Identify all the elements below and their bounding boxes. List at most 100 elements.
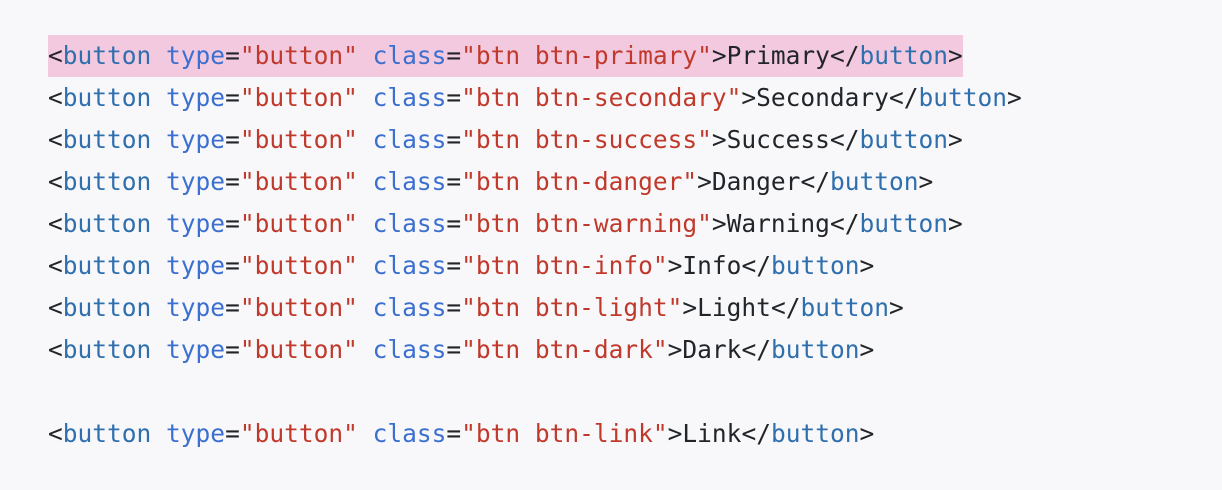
close-bracket: > — [859, 251, 875, 280]
equals-sign: = — [446, 251, 462, 280]
code-block: <button type="button" class="btn btn-pri… — [48, 35, 1022, 455]
equals-sign: = — [446, 83, 462, 112]
tag-name: button — [62, 167, 152, 196]
equals-sign: = — [225, 209, 240, 238]
space — [358, 83, 373, 112]
space — [358, 41, 373, 70]
attr-name: class — [372, 293, 447, 322]
space — [358, 167, 373, 196]
button-text: Link — [682, 419, 742, 448]
end-open-bracket: </ — [888, 83, 919, 112]
close-bracket: > — [711, 209, 727, 238]
end-open-bracket: </ — [829, 41, 860, 70]
attr-value: "button" — [239, 83, 358, 112]
code-line: <button type="button" class="btn btn-suc… — [48, 119, 1022, 161]
attr-name: class — [372, 167, 447, 196]
end-open-bracket: </ — [741, 251, 771, 280]
attr-name: type — [166, 293, 226, 322]
tag-name: button — [62, 209, 152, 238]
equals-sign: = — [225, 125, 240, 154]
button-text: Danger — [711, 167, 801, 196]
space — [358, 293, 373, 322]
code-line-content: <button type="button" class="btn btn-lin… — [48, 413, 874, 455]
close-bracket: > — [1006, 83, 1022, 112]
space — [358, 251, 373, 280]
attr-value: "btn btn-link" — [461, 419, 668, 448]
code-line: <button type="button" class="btn btn-dar… — [48, 329, 1022, 371]
attr-value: "button" — [239, 125, 358, 154]
equals-sign: = — [446, 125, 462, 154]
attr-name: class — [372, 335, 447, 364]
space — [151, 335, 166, 364]
close-bracket: > — [667, 419, 683, 448]
attr-name: type — [166, 251, 226, 280]
close-bracket: > — [918, 167, 934, 196]
end-open-bracket: </ — [770, 293, 801, 322]
code-line-content: <button type="button" class="btn btn-lig… — [48, 287, 904, 329]
button-text: Info — [682, 251, 742, 280]
code-line: <button type="button" class="btn btn-lin… — [48, 413, 1022, 455]
space — [151, 293, 166, 322]
space — [151, 251, 166, 280]
code-line-content: <button type="button" class="btn btn-pri… — [48, 35, 963, 77]
attr-name: type — [166, 125, 226, 154]
open-bracket: < — [48, 251, 63, 280]
attr-value: "button" — [239, 335, 358, 364]
attr-value: "button" — [239, 293, 358, 322]
code-line: <button type="button" class="btn btn-lig… — [48, 287, 1022, 329]
equals-sign: = — [225, 419, 240, 448]
tag-name: button — [62, 293, 152, 322]
attr-name: class — [372, 419, 447, 448]
attr-name: type — [166, 335, 226, 364]
attr-name: type — [166, 419, 226, 448]
equals-sign: = — [446, 41, 462, 70]
attr-name: type — [166, 83, 226, 112]
code-line-content: <button type="button" class="btn btn-dar… — [48, 329, 874, 371]
close-bracket: > — [947, 125, 963, 154]
tag-name: button — [62, 125, 152, 154]
equals-sign: = — [225, 293, 240, 322]
space — [358, 209, 373, 238]
open-bracket: < — [48, 41, 63, 70]
tag-name: button — [800, 293, 889, 322]
space — [151, 83, 166, 112]
equals-sign: = — [446, 167, 462, 196]
attr-value: "btn btn-dark" — [461, 335, 668, 364]
button-text: Warning — [726, 209, 830, 238]
space — [151, 209, 166, 238]
space — [151, 419, 166, 448]
equals-sign: = — [446, 419, 462, 448]
equals-sign: = — [446, 209, 462, 238]
end-open-bracket: </ — [800, 167, 830, 196]
code-line-content: <button type="button" class="btn btn-war… — [48, 203, 963, 245]
tag-name: button — [62, 251, 152, 280]
attr-name: class — [372, 41, 447, 70]
tag-name: button — [62, 419, 152, 448]
attr-value: "button" — [239, 41, 358, 70]
close-bracket: > — [741, 83, 757, 112]
tag-name: button — [770, 251, 860, 280]
code-line-content: <button type="button" class="btn btn-dan… — [48, 161, 933, 203]
close-bracket: > — [667, 335, 683, 364]
attr-name: type — [166, 167, 226, 196]
equals-sign: = — [446, 335, 462, 364]
close-bracket: > — [667, 251, 683, 280]
equals-sign: = — [225, 251, 240, 280]
open-bracket: < — [48, 167, 63, 196]
end-open-bracket: </ — [741, 419, 771, 448]
attr-value: "btn btn-warning" — [461, 209, 712, 238]
equals-sign: = — [446, 293, 462, 322]
open-bracket: < — [48, 83, 63, 112]
end-open-bracket: </ — [829, 209, 860, 238]
button-text: Primary — [726, 41, 830, 70]
tag-name: button — [62, 83, 152, 112]
tag-name: button — [859, 41, 948, 70]
code-line-content: <button type="button" class="btn btn-sec… — [48, 77, 1022, 119]
close-bracket: > — [697, 167, 712, 196]
attr-value: "button" — [239, 251, 358, 280]
open-bracket: < — [48, 209, 63, 238]
code-line: <button type="button" class="btn btn-dan… — [48, 161, 1022, 203]
close-bracket: > — [859, 419, 875, 448]
end-open-bracket: </ — [829, 125, 860, 154]
open-bracket: < — [48, 419, 63, 448]
